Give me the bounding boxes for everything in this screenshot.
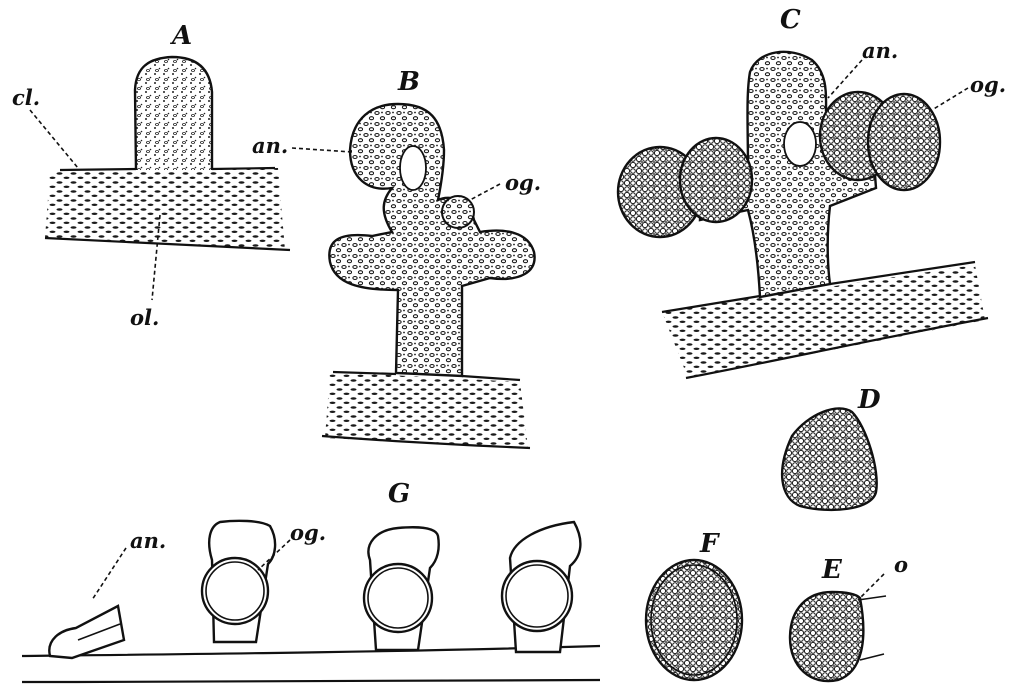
panel-a-band (45, 168, 285, 250)
panel-g-oogonium-3 (502, 522, 580, 652)
panel-g-leader-an (92, 548, 126, 600)
panel-g-antheridium (49, 606, 124, 658)
panel-g-oogonium-1 (202, 521, 275, 642)
panel-b-leader-an (292, 148, 352, 152)
panel-g-letter: G (388, 479, 410, 509)
panel-a-letter: A (169, 21, 192, 51)
panel-g-filament-top (22, 646, 600, 656)
panel-c-antheridium (784, 122, 816, 166)
panel-c-oogonium-4 (868, 94, 940, 190)
panel-f-body (646, 560, 742, 680)
panel-b-leader-og (470, 184, 500, 200)
panel-d-letter: D (857, 385, 881, 415)
panel-f: F (646, 529, 742, 680)
panel-a-branch (135, 57, 212, 170)
panel-b-thallus (329, 104, 534, 376)
panel-e-letter: E (821, 555, 843, 585)
panel-c-letter: C (780, 5, 801, 35)
panel-e: E o (790, 552, 908, 681)
panel-c-oogonium-2 (680, 138, 752, 222)
panel-d-body (782, 408, 877, 509)
panel-c-label-og: og. (970, 72, 1006, 97)
panel-d: D (782, 385, 881, 510)
panel-c: C an. og. (618, 5, 1006, 378)
panel-g-label-an: an. (130, 528, 166, 553)
panel-c-leader-og (932, 88, 968, 110)
panel-a-leader-cl (30, 110, 78, 168)
panel-a: A cl. ol. (12, 21, 290, 330)
panel-b-antheridium-hollow (400, 146, 426, 190)
panel-g-oogonium-2 (364, 527, 439, 650)
panel-c-label-an: an. (862, 38, 898, 63)
panel-a-label-ol: ol. (130, 305, 159, 330)
panel-f-letter: F (699, 529, 720, 559)
panel-b-letter: B (397, 67, 420, 97)
panel-e-body (790, 592, 863, 681)
panel-e-label-o: o (894, 552, 908, 577)
panel-b: B an. og. (252, 67, 541, 448)
panel-b-label-an: an. (252, 133, 288, 158)
panel-g-label-og: og. (290, 520, 326, 545)
panel-g: G an. og. (22, 479, 600, 682)
panel-b-band (325, 372, 528, 448)
panel-b-label-og: og. (505, 170, 541, 195)
panel-b-oogonium (442, 196, 474, 228)
panel-g-filament-bottom (22, 680, 600, 682)
panel-a-label-cl: cl. (12, 85, 40, 110)
